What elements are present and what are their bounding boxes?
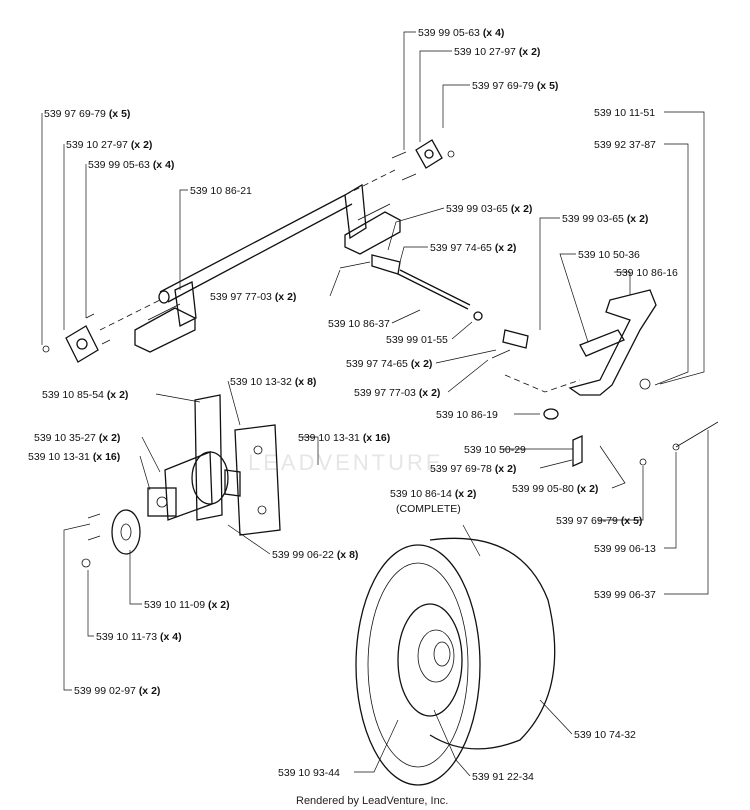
label-30: (COMPLETE) — [396, 503, 461, 515]
label-19: 539 97 77-03 (x 2) — [354, 387, 440, 399]
label-2: 539 10 27-97 (x 2) — [454, 46, 540, 58]
label-8: 539 99 05-63 (x 4) — [88, 159, 174, 171]
label-27: 539 97 69-78 (x 2) — [430, 463, 516, 475]
label-3: 539 97 69-79 (x 5) — [472, 80, 558, 92]
label-37: 539 99 02-97 (x 2) — [74, 685, 160, 697]
label-16: 539 10 86-37 — [328, 318, 390, 330]
label-25: 539 10 13-31 (x 16) — [28, 451, 120, 463]
linkage-rod — [339, 254, 529, 359]
right-bolt-set — [572, 421, 719, 468]
label-26: 539 10 50-29 — [464, 444, 526, 456]
label-10: 539 99 03-65 (x 2) — [446, 203, 532, 215]
label-36: 539 10 11-73 (x 4) — [96, 631, 182, 643]
label-4: 539 10 11-51 — [594, 107, 655, 119]
label-28: 539 99 05-80 (x 2) — [512, 483, 598, 495]
label-9: 539 10 86-21 — [190, 185, 252, 197]
label-13: 539 10 50-36 — [578, 249, 640, 261]
right-bearing-flange — [391, 139, 455, 181]
label-20: 539 10 85-54 (x 2) — [42, 389, 128, 401]
label-23: 539 10 35-27 (x 2) — [34, 432, 120, 444]
hydraulic-motor — [147, 451, 241, 521]
left-bearing-flange — [42, 313, 111, 363]
label-1: 539 99 05-63 (x 4) — [418, 27, 504, 39]
wheel-hub — [81, 509, 141, 568]
motor-mount-plate — [194, 394, 281, 536]
label-29: 539 10 86-14 (x 2) — [390, 488, 476, 500]
part-labels: 539 99 05-63 (x 4) 539 10 27-97 (x 2) 53… — [28, 27, 678, 783]
label-22: 539 10 86-19 — [436, 409, 498, 421]
label-17: 539 99 01-55 — [386, 334, 448, 346]
label-32: 539 99 06-22 (x 8) — [272, 549, 358, 561]
label-38: 539 10 74-32 — [574, 729, 636, 741]
left-bracket — [134, 281, 197, 353]
right-bracket — [344, 183, 401, 255]
label-24: 539 10 13-31 (x 16) — [298, 432, 390, 444]
pedal-assembly — [504, 289, 657, 420]
watermark: LEADVENTURE — [248, 450, 444, 475]
label-34: 539 10 11-09 (x 2) — [144, 599, 230, 611]
label-31: 539 97 69-79 (x 5) — [556, 515, 642, 527]
label-15: 539 97 77-03 (x 2) — [210, 291, 296, 303]
label-39: 539 10 93-44 — [278, 767, 340, 779]
label-33: 539 99 06-13 — [594, 543, 656, 555]
label-14: 539 10 86-16 — [616, 267, 678, 279]
label-6: 539 97 69-79 (x 5) — [44, 108, 130, 120]
tire-wheel — [355, 537, 556, 786]
label-18: 539 97 74-65 (x 2) — [346, 358, 432, 370]
leader-lines — [41, 31, 709, 777]
footer-credit: Rendered by LeadVenture, Inc. — [296, 795, 448, 807]
label-5: 539 92 37-87 — [594, 139, 656, 151]
label-35: 539 99 06-37 — [594, 589, 656, 601]
label-7: 539 10 27-97 (x 2) — [66, 139, 152, 151]
axle-shaft — [99, 169, 396, 331]
label-12: 539 97 74-65 (x 2) — [430, 242, 516, 254]
label-40: 539 91 22-34 — [472, 771, 534, 783]
label-21: 539 10 13-32 (x 8) — [230, 376, 316, 388]
label-11: 539 99 03-65 (x 2) — [562, 213, 648, 225]
